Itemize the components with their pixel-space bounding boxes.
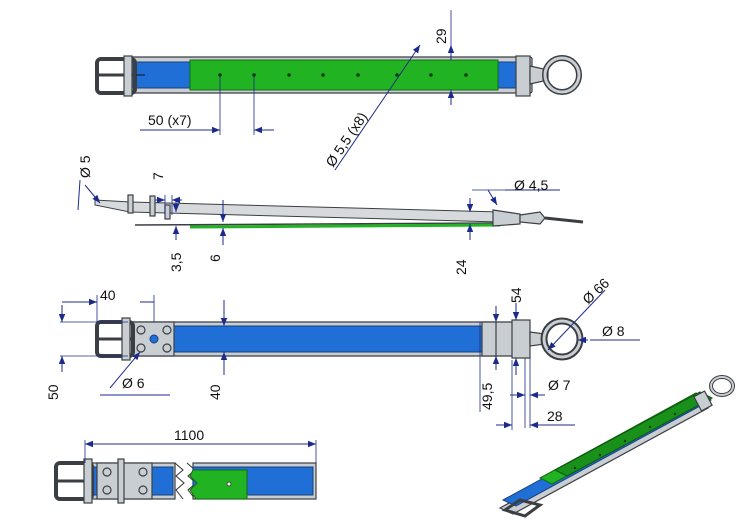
dim-side-7: 7 [150,172,166,180]
plan-view: 50 40 Ø 6 40 54 Ø 66 Ø 8 49,5 Ø 7 2 [45,275,640,430]
dim-ring-wire: Ø 4,5 [514,177,548,193]
iso-holes [573,412,677,470]
dim-hole-diameter: Ø 5,5 (x8) [322,109,370,170]
dim-side-24: 24 [453,259,469,275]
dim-pin-diameter: Ø 5 [77,155,93,178]
length-view: 1100 [54,427,317,504]
strap-holes [218,73,468,77]
dim-plan-54: 54 [508,287,524,303]
top-view: 29 50 (x7) Ø 5,5 (x8) [95,10,582,171]
side-view: Ø 5 7 3,5 6 Ø 4,5 24 [77,155,584,275]
dim-top-height: 29 [433,28,449,44]
dim-loop-28: 28 [547,408,563,424]
dim-loop-diameter: Ø 7 [548,377,571,393]
dim-plan-width: 40 [207,384,223,400]
dim-side-6: 6 [207,254,223,262]
isometric-view [498,375,735,518]
end-fitting-top [515,55,582,97]
dim-ring-wire: Ø 8 [602,323,625,339]
buckle-top [95,55,145,97]
dim-rivet-diameter: Ø 6 [122,375,145,391]
dim-total-length: 1100 [174,427,204,443]
dim-ring-diameter: Ø 66 [579,275,612,308]
buckle-plan [95,317,135,361]
dim-plan-50: 50 [45,384,61,400]
plan-rivets [136,325,172,353]
dim-hole-pitch: 50 (x7) [148,112,192,128]
dim-plan-40: 40 [100,287,116,303]
dim-side-thickness: 3,5 [168,252,184,272]
green-strap [189,59,499,91]
dim-loop-49-5: 49,5 [479,383,495,410]
